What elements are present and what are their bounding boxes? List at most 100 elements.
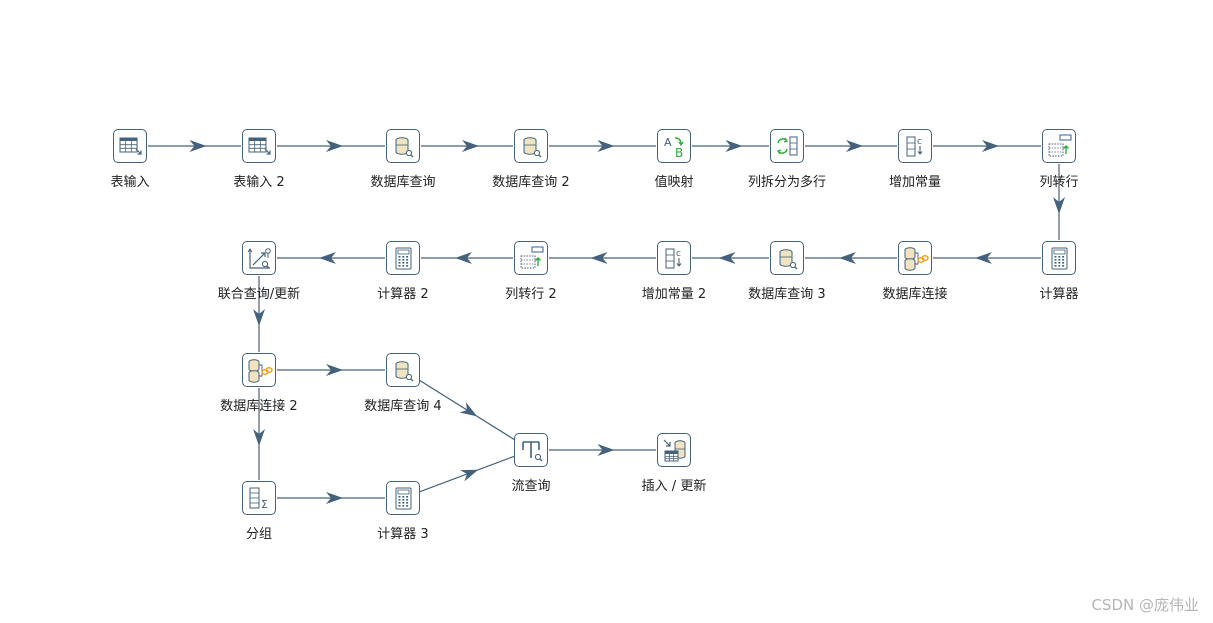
database-lookup-icon <box>523 137 542 158</box>
hop-arrow-icon <box>1053 197 1065 214</box>
step-s13[interactable] <box>514 241 548 275</box>
value-mapper-icon: AB <box>664 136 684 160</box>
hop-arrow-icon <box>459 402 478 417</box>
step-s6[interactable] <box>770 129 804 163</box>
step-s18[interactable] <box>514 433 548 467</box>
step-label-s13: 列转行 2 <box>505 287 557 302</box>
hop-s16-s17[interactable] <box>277 364 385 376</box>
step-s7[interactable]: c <box>898 129 932 163</box>
hop-arrow-icon <box>725 140 743 152</box>
step-s8[interactable] <box>1042 129 1076 163</box>
hop-arrow-icon <box>975 252 992 264</box>
step-label-s17: 数据库查询 4 <box>364 399 442 414</box>
step-s1[interactable] <box>113 129 147 163</box>
hop-arrow-icon <box>597 140 615 152</box>
step-label-s9: 计算器 <box>1039 287 1079 302</box>
hop-arrow-icon <box>326 364 343 376</box>
hop-arrow-icon <box>462 140 479 152</box>
hop-s6-s7[interactable] <box>805 140 897 152</box>
step-s11[interactable] <box>770 241 804 275</box>
add-constants-icon: c <box>665 248 682 269</box>
hop-arrow-icon <box>846 140 863 152</box>
hop-s18-s19[interactable] <box>549 444 656 456</box>
hop-s9-s10[interactable] <box>933 252 1041 264</box>
hop-s7-s8[interactable] <box>933 140 1041 152</box>
database-join-icon <box>904 247 929 271</box>
hop-s12-s13[interactable] <box>549 252 656 264</box>
step-label-s1: 表输入 <box>110 175 150 190</box>
group-by-icon: Σ <box>249 487 268 511</box>
database-lookup-icon <box>395 137 414 158</box>
hop-s3-s4[interactable] <box>421 140 513 152</box>
hop-arrow-icon <box>189 140 207 152</box>
step-s3[interactable] <box>386 129 420 163</box>
step-label-s3: 数据库查询 <box>370 175 436 190</box>
hop-s2-s3[interactable] <box>277 140 385 152</box>
hop-s13-s14[interactable] <box>421 252 513 264</box>
combination-lookup-icon <box>247 248 271 269</box>
row-denormaliser-icon <box>520 246 544 269</box>
hop-arrow-icon <box>253 309 265 326</box>
step-label-s8: 列转行 <box>1039 175 1079 190</box>
step-label-s21: 计算器 3 <box>377 527 429 542</box>
database-join-icon <box>248 359 273 383</box>
step-label-s15: 联合查询/更新 <box>217 287 301 302</box>
step-s15[interactable] <box>242 241 276 275</box>
hop-arrow-icon <box>982 140 999 152</box>
hop-arrow-icon <box>326 492 343 504</box>
add-constants-icon: c <box>906 136 923 157</box>
step-label-s6: 列拆分为多行 <box>747 175 827 190</box>
hop-s16-s20[interactable] <box>253 388 265 480</box>
svg-text:A: A <box>664 136 672 149</box>
hop-s15-s16[interactable] <box>253 276 265 352</box>
hop-s10-s11[interactable] <box>805 252 897 264</box>
step-s21[interactable] <box>386 481 420 515</box>
svg-text:c: c <box>676 249 681 259</box>
row-denormaliser-icon <box>1048 134 1072 157</box>
svg-text:B: B <box>675 146 683 160</box>
step-s19[interactable] <box>657 433 691 467</box>
hop-s1-s2[interactable] <box>148 140 241 152</box>
step-s20[interactable]: Σ <box>242 481 276 515</box>
step-s12[interactable]: c <box>657 241 691 275</box>
step-label-s4: 数据库查询 2 <box>492 175 570 190</box>
hop-arrow-icon <box>253 429 265 446</box>
step-s9[interactable] <box>1042 241 1076 275</box>
stream-lookup-icon <box>522 441 543 462</box>
hop-s11-s12[interactable] <box>692 252 769 264</box>
hop-s14-s15[interactable] <box>277 252 385 264</box>
database-lookup-icon <box>779 249 798 270</box>
step-s14[interactable] <box>386 241 420 275</box>
step-label-s5: 值映射 <box>654 175 694 190</box>
svg-text:c: c <box>917 137 922 147</box>
hop-s4-s5[interactable] <box>549 140 656 152</box>
step-s4[interactable] <box>514 129 548 163</box>
step-label-s20: 分组 <box>245 527 273 542</box>
step-s17[interactable] <box>386 353 420 387</box>
step-s16[interactable] <box>242 353 276 387</box>
step-label-s2: 表输入 2 <box>233 175 285 190</box>
hop-arrow-icon <box>597 444 615 456</box>
watermark: CSDN @庞伟业 <box>1091 596 1199 614</box>
hop-arrow-icon <box>718 252 736 264</box>
hop-s17-s18[interactable] <box>417 379 517 441</box>
hop-s8-s9[interactable] <box>1053 164 1065 240</box>
hop-s5-s6[interactable] <box>692 140 769 152</box>
step-s2[interactable] <box>242 129 276 163</box>
hop-arrow-icon <box>590 252 608 264</box>
database-lookup-icon <box>395 361 414 382</box>
hop-s20-s21[interactable] <box>277 492 385 504</box>
hop-s21-s18[interactable] <box>419 455 515 493</box>
table-input-icon <box>119 137 142 155</box>
step-label-s16: 数据库连接 2 <box>220 399 298 414</box>
insert-update-icon <box>663 439 686 462</box>
hop-arrow-icon <box>319 252 336 264</box>
table-input-icon <box>248 137 271 155</box>
step-s10[interactable] <box>898 241 932 275</box>
step-label-s18: 流查询 <box>511 479 551 494</box>
hop-arrow-icon <box>460 469 479 482</box>
calculator-icon <box>1051 247 1068 270</box>
